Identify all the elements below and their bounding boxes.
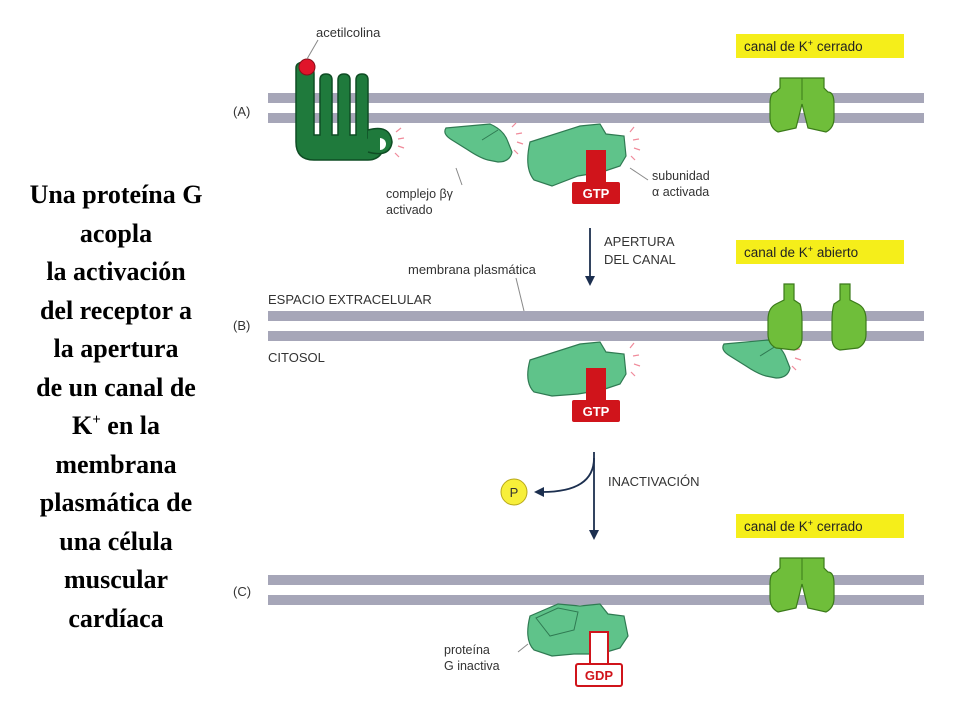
- channel-right-half: [831, 283, 867, 351]
- phosphate-text: P: [510, 485, 519, 500]
- panel-b-label: (B): [233, 318, 250, 333]
- beta-gamma-label-1: complejo βγ: [386, 187, 454, 201]
- panel-a: (A) acetilcolina: [233, 25, 924, 217]
- channel-chip-c-text: canal de K+ cerrado: [744, 518, 863, 534]
- receptor-pocket: [380, 138, 386, 150]
- membrane-inner-leaflet: [268, 595, 924, 605]
- alpha-subunit-a: GTP: [527, 123, 649, 204]
- activation-sparks-alpha: [629, 342, 641, 377]
- membrane-outer-leaflet: [268, 93, 924, 103]
- g-protein-diagram: (A) acetilcolina: [228, 0, 928, 720]
- title-line: Una proteína G: [29, 180, 203, 209]
- title-line: una célula: [59, 526, 173, 556]
- title-line: cardíaca: [68, 603, 164, 633]
- title-line: la apertura: [53, 334, 179, 363]
- beta-gamma-seam: [481, 129, 499, 141]
- g-inactive-label-2: G inactiva: [444, 659, 500, 673]
- arrow-opening: [585, 228, 595, 286]
- receptor: [295, 39, 405, 161]
- membrane-outer-leaflet: [268, 311, 924, 321]
- k-charge: +: [92, 412, 101, 428]
- membrane-outer-leaflet: [268, 575, 924, 585]
- g-inactive-label-1: proteína: [444, 643, 490, 657]
- channel-chip-c: [736, 514, 904, 538]
- beta-gamma-seam: [759, 345, 777, 357]
- gdp-stem: [589, 631, 609, 669]
- extracellular-label: ESPACIO EXTRACELULAR: [268, 292, 432, 307]
- inactive-g-protein: GDP: [517, 603, 629, 687]
- title-line: plasmática de: [39, 488, 193, 517]
- title-line: del receptor a: [39, 295, 193, 325]
- gtp-stem: [586, 368, 606, 402]
- alpha-label-1: subunidad: [652, 169, 710, 183]
- channel-chip-a: [736, 34, 904, 58]
- channel-chip-a-text: canal de K+ cerrado: [744, 38, 863, 54]
- title-line-rest: en la: [107, 411, 161, 440]
- inactivation-label: INACTIVACIÓN: [608, 474, 700, 489]
- activation-sparks-alpha: [629, 126, 641, 161]
- panel-c-label: (C): [233, 584, 251, 599]
- membrane-inner-leaflet: [268, 113, 924, 123]
- acetylcholine-leader: [306, 39, 319, 60]
- diagram-svg: (A) acetilcolina: [233, 25, 924, 687]
- gtp-tag: [572, 182, 620, 204]
- opening-label-1: APERTURA: [604, 234, 675, 249]
- channel-body: [769, 77, 835, 133]
- k-channel-closed-c: [769, 557, 835, 613]
- k-channel-open-b: [767, 283, 867, 351]
- gtp-text: GTP: [583, 186, 610, 201]
- beta-gamma-body: [444, 123, 513, 163]
- acetylcholine-molecule: [298, 58, 316, 76]
- gtp-text: GTP: [583, 404, 610, 419]
- alpha-leader: [629, 167, 649, 181]
- title-line: de un canal de: [36, 372, 196, 402]
- channel-left-half: [767, 283, 803, 351]
- arrow-branch: [541, 457, 595, 493]
- cytosol-label: CITOSOL: [268, 350, 325, 365]
- arrow-inactivation: P: [500, 452, 599, 540]
- alpha-label-2: α activada: [652, 185, 709, 199]
- panel-a-label: (A): [233, 104, 250, 119]
- g-protein-bg-part: [535, 607, 579, 637]
- k-channel-closed-a: [769, 77, 835, 133]
- activation-sparks-bg: [511, 122, 524, 155]
- title-line: acopla: [79, 218, 153, 248]
- beta-gamma-leader: [455, 167, 463, 186]
- gdp-tag: [575, 663, 623, 687]
- arrow-branch-head: [534, 487, 544, 497]
- channel-body: [769, 557, 835, 613]
- channel-chip-b: [736, 240, 904, 264]
- channel-chip-b-text: canal de K+ abierto: [744, 244, 858, 260]
- alpha-subunit-b: GTP: [527, 341, 641, 422]
- beta-gamma-body: [722, 339, 791, 379]
- arrow-head: [589, 530, 599, 540]
- membrane-leader: [515, 277, 525, 312]
- acetylcholine-label: acetilcolina: [316, 25, 381, 40]
- figure-title: Una proteína G acopla la activación del …: [0, 176, 232, 638]
- title-line: membrana: [55, 449, 177, 479]
- opening-label-2: DEL CANAL: [604, 252, 676, 267]
- alpha-body: [527, 123, 627, 187]
- title-line: muscular: [64, 565, 168, 594]
- gtp-tag: [572, 400, 620, 422]
- membrane-label: membrana plasmática: [408, 262, 537, 277]
- arrow-head: [585, 276, 595, 286]
- panel-b: (B) membrana plasmática ESPACIO EXTRACEL…: [233, 240, 924, 422]
- beta-gamma-label-2: activado: [386, 203, 433, 217]
- k-symbol: K: [71, 411, 93, 440]
- phosphate-circle: [500, 478, 528, 506]
- beta-gamma-complex-a: [444, 122, 524, 186]
- gdp-text: GDP: [585, 668, 614, 683]
- title-line: la activación: [46, 257, 186, 286]
- activation-sparks-receptor: [394, 127, 405, 158]
- title-line-k: K+ en la: [0, 407, 232, 446]
- g-inactive-leader: [517, 643, 529, 653]
- gtp-stem: [586, 150, 606, 184]
- panel-c: (C) GDP proteína G inactiva canal de K+ …: [233, 514, 924, 687]
- membrane-inner-leaflet: [268, 331, 924, 341]
- alpha-body: [527, 341, 627, 397]
